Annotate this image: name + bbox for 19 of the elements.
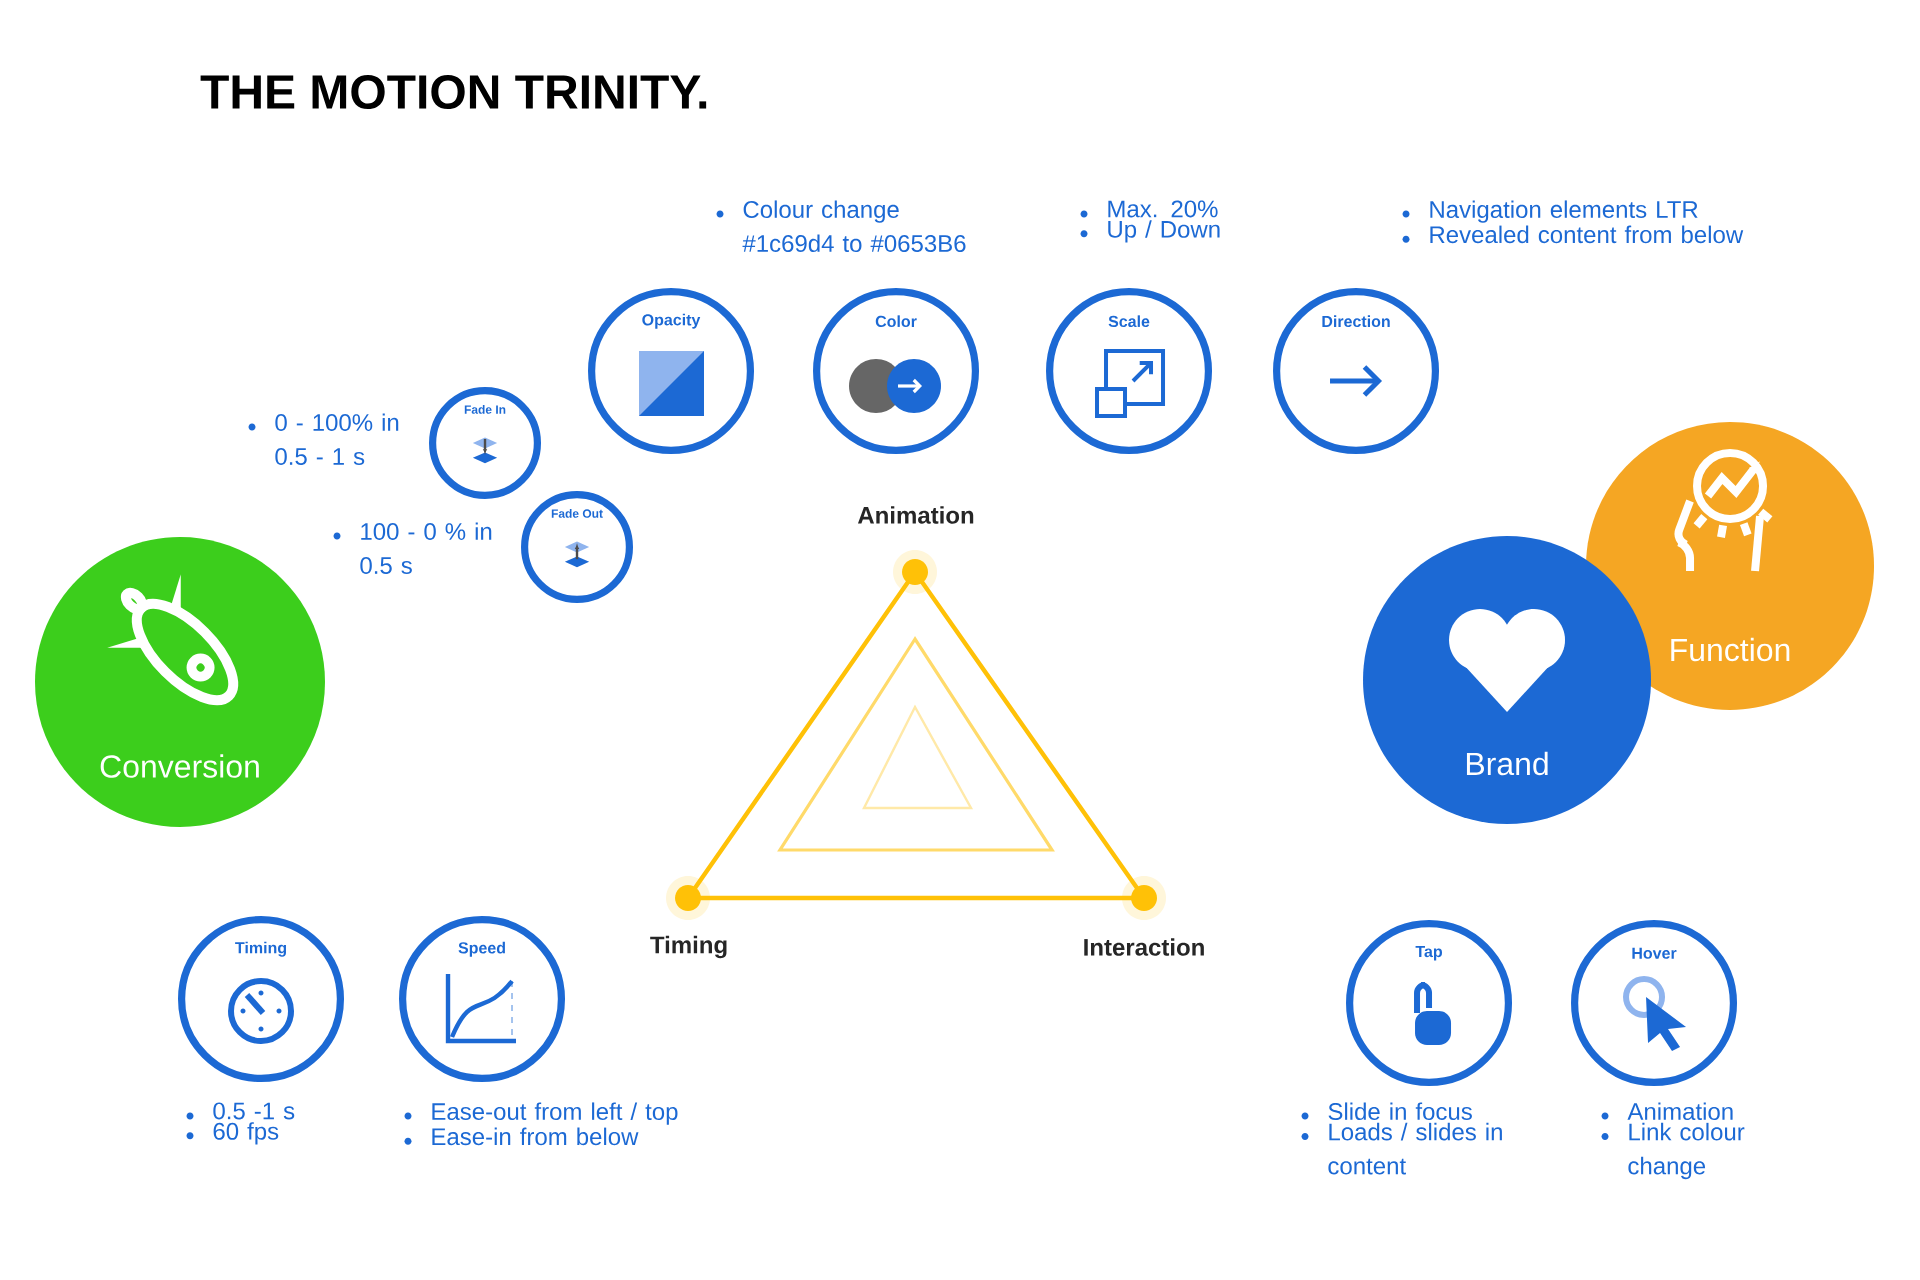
bullet-item: 0 - 100% in 0.5 - 1 s (248, 413, 399, 465)
vertex-label: Interaction (1084, 938, 1204, 956)
bullet-item: 60 fps (186, 1122, 279, 1145)
bullet-item: Slide in focus (1301, 1102, 1472, 1121)
bullet-item: Revealed content from below (1402, 225, 1744, 244)
bullet-item: Ease-in from below (404, 1127, 639, 1146)
bullet-item: Up / Down (1080, 220, 1220, 243)
bullet-item: 0.5 -1 s (186, 1102, 295, 1120)
bullet-item: Ease-out from left / top (404, 1102, 678, 1125)
bullet-item: Colour change #1c69d4 to #0653B6 (716, 200, 966, 252)
vertex-label: Timing (650, 935, 727, 959)
vertex-label: Animation (857, 506, 974, 524)
title: THE MOTION TRINITY. (200, 75, 707, 109)
bullet-item: Link colour change (1601, 1122, 1745, 1180)
bullet-item: Loads / slides in content (1301, 1122, 1502, 1175)
bullet-item: Navigation elements LTR (1402, 200, 1698, 223)
bullet-item: 100 - 0 % in 0.5 s (333, 522, 492, 574)
bullet-item: Animation (1601, 1102, 1733, 1121)
bullet-item: Max. 20% (1080, 200, 1218, 218)
